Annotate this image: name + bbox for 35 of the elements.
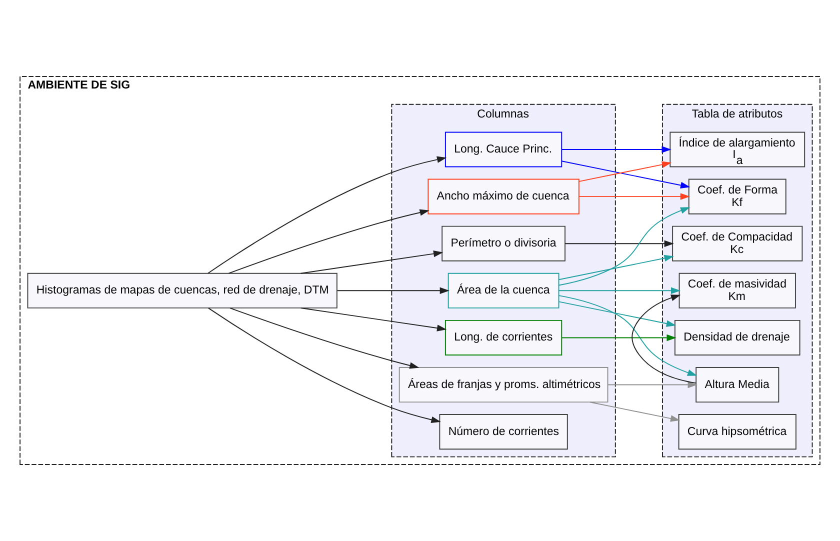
arrow [300, 250, 444, 274]
node-box: Perímetro o divisoria [442, 226, 566, 262]
arrow [208, 308, 441, 424]
arrow [208, 156, 447, 274]
node-box: Long. de corrientes [444, 320, 562, 356]
arrow [607, 381, 698, 388]
node-box: Coef. de masividad Km [678, 272, 796, 308]
arrow [558, 301, 676, 327]
node-box: Long. Cauce Princ. [444, 132, 562, 168]
arrow [558, 295, 698, 376]
arrow [336, 287, 450, 294]
arrow [589, 402, 680, 422]
arrow [578, 193, 690, 200]
arrow [561, 160, 690, 189]
node-box: Número de corrientes [439, 414, 568, 450]
arrow [230, 308, 420, 369]
arrow [578, 161, 672, 182]
node-box: Densidad de drenaje [674, 320, 800, 356]
node-box: Altura Media [696, 367, 780, 403]
arrow [561, 146, 672, 153]
arrow [300, 308, 447, 332]
node-box: Curva hipsométrica [678, 414, 796, 450]
arrow [228, 209, 430, 274]
node-box: Área de la cuenca [448, 272, 560, 308]
arrow [564, 240, 674, 247]
node-box: Histogramas de mapas de cuencas, red de drenaje, DTM [27, 272, 338, 308]
arrow [561, 334, 676, 342]
node-box: Ancho máximo de cuenca [428, 178, 580, 214]
arrow [558, 254, 674, 280]
node-box: Coef. de Compacidad Kc [672, 226, 803, 262]
arrow [558, 207, 690, 286]
arrow [558, 287, 681, 294]
node-box: Coef. de Forma Kf [688, 178, 786, 214]
node-box: Áreas de franjas y proms. altimétricos [398, 367, 608, 403]
arrow [632, 294, 696, 384]
